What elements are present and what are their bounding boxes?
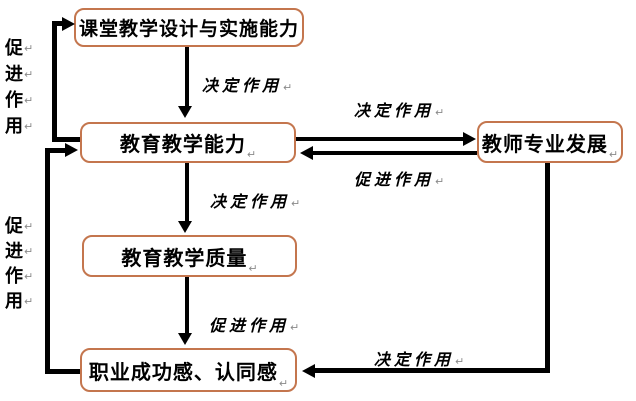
paragraph-mark: ↵ bbox=[290, 321, 300, 334]
arrow-development-to-career-head-icon bbox=[302, 364, 315, 378]
paragraph-mark: ↵ bbox=[248, 262, 258, 275]
side-label-char-text: 用 bbox=[5, 116, 23, 137]
arrow-ability-to-quality-head-icon bbox=[178, 221, 192, 233]
arrow-quality-to-career-head-icon bbox=[178, 333, 192, 345]
paragraph-mark: ↵ bbox=[278, 377, 289, 390]
arrow-ability-to-development-line bbox=[296, 137, 463, 141]
arrow-ability-to-development-head-icon bbox=[463, 132, 476, 146]
arrow-career-to-ability-head-icon bbox=[65, 143, 78, 157]
arrow-development-to-career-hline bbox=[315, 368, 550, 373]
box-career-success-identity-label: 职业成功感、认同感 bbox=[88, 359, 278, 384]
arrow-label-promote-lower: 促进作用↵ bbox=[209, 312, 299, 336]
arrow-label-text: 决定作用 bbox=[202, 76, 283, 95]
box-classroom-design-ability-label: 课堂教学设计与实施能力 bbox=[78, 18, 299, 40]
box-teacher-professional-development-label: 教师专业发展 bbox=[481, 131, 608, 156]
side-label-char-text: 促 bbox=[5, 216, 23, 237]
paragraph-mark: ↵ bbox=[24, 42, 34, 55]
side-label-char-text: 作 bbox=[5, 266, 23, 287]
box-education-teaching-ability-label: 教育教学能力 bbox=[119, 132, 246, 156]
side-label-char-text: 促 bbox=[5, 38, 23, 59]
arrow-quality-to-career-line bbox=[185, 277, 189, 334]
arrow-label-decide-bottom: 决定作用↵ bbox=[374, 346, 464, 370]
arrow-label-decide-top: 决定作用↵ bbox=[202, 72, 292, 96]
arrow-label-decide-middle: 决定作用↵ bbox=[210, 188, 300, 212]
arrow-career-to-ability-tail bbox=[45, 369, 80, 374]
arrow-ability-to-classroom-tail bbox=[55, 137, 80, 142]
arrow-development-to-career-vline bbox=[545, 163, 550, 373]
arrow-classroom-to-ability-line bbox=[185, 47, 189, 107]
arrow-label-promote-right: 促进作用↵ bbox=[354, 166, 444, 190]
arrow-development-to-ability-head-icon bbox=[300, 146, 313, 160]
side-label-char-text: 进 bbox=[5, 64, 23, 85]
paragraph-mark: ↵ bbox=[455, 355, 465, 368]
paragraph-mark: ↵ bbox=[24, 220, 34, 233]
arrow-development-to-ability-line bbox=[313, 151, 477, 155]
arrow-label-text: 决定作用 bbox=[210, 192, 291, 211]
paragraph-mark: ↵ bbox=[283, 81, 293, 94]
side-label-promote-lower-char: 促↵ bbox=[5, 216, 33, 238]
box-classroom-design-ability: 课堂教学设计与实施能力 bbox=[74, 8, 304, 47]
paragraph-mark: ↵ bbox=[24, 94, 34, 107]
arrow-label-text: 促进作用 bbox=[209, 316, 290, 335]
side-label-promote-upper-char: 进↵ bbox=[5, 64, 33, 86]
arrow-ability-to-quality-line bbox=[185, 163, 189, 222]
side-label-char-text: 进 bbox=[5, 241, 23, 262]
arrow-career-to-ability-hline bbox=[45, 148, 65, 153]
paragraph-mark: ↵ bbox=[24, 270, 34, 283]
side-label-char-text: 用 bbox=[5, 291, 23, 312]
paragraph-mark: ↵ bbox=[291, 197, 301, 210]
box-education-teaching-quality-label: 教育教学质量 bbox=[121, 245, 248, 270]
arrow-label-text: 决定作用 bbox=[374, 350, 455, 369]
paragraph-mark: ↵ bbox=[246, 148, 257, 161]
arrow-label-text: 决定作用 bbox=[354, 101, 435, 120]
paragraph-mark: ↵ bbox=[435, 175, 445, 188]
box-education-teaching-quality: 教育教学质量 ↵ bbox=[82, 235, 297, 277]
paragraph-mark: ↵ bbox=[24, 295, 34, 308]
paragraph-mark: ↵ bbox=[24, 68, 34, 81]
arrow-label-text: 促进作用 bbox=[354, 170, 435, 189]
arrow-ability-to-classroom-head-icon bbox=[62, 17, 75, 31]
side-label-promote-lower-char: 进↵ bbox=[5, 241, 33, 263]
arrow-ability-to-classroom-vline bbox=[52, 21, 57, 142]
side-label-promote-lower-char: 作↵ bbox=[5, 266, 33, 288]
arrow-classroom-to-ability-head-icon bbox=[178, 106, 192, 118]
side-label-promote-lower-char: 用↵ bbox=[5, 291, 33, 313]
box-education-teaching-ability: 教育教学能力 ↵ bbox=[80, 122, 296, 163]
side-label-promote-upper-char: 用↵ bbox=[5, 116, 33, 138]
box-career-success-identity: 职业成功感、认同感 ↵ bbox=[80, 348, 297, 392]
arrow-ability-to-classroom-hline bbox=[52, 21, 64, 26]
paragraph-mark: ↵ bbox=[435, 106, 445, 119]
paragraph-mark: ↵ bbox=[608, 148, 619, 161]
arrow-career-to-ability-vline bbox=[45, 148, 50, 374]
paragraph-mark: ↵ bbox=[24, 120, 34, 133]
arrow-label-decide-right: 决定作用↵ bbox=[354, 97, 444, 121]
paragraph-mark: ↵ bbox=[24, 245, 34, 258]
box-teacher-professional-development: 教师专业发展 ↵ bbox=[477, 121, 623, 163]
side-label-promote-upper-char: 作↵ bbox=[5, 90, 33, 112]
side-label-char-text: 作 bbox=[5, 90, 23, 111]
side-label-promote-upper-char: 促↵ bbox=[5, 38, 33, 60]
